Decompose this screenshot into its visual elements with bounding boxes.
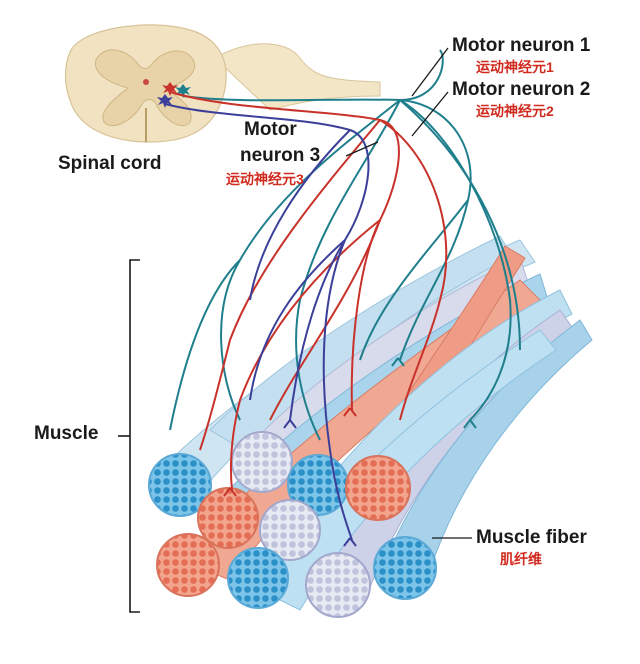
motor-neuron-3-axon <box>164 103 370 541</box>
label-motor-neuron-1-zh: 运动神经元1 <box>476 59 554 75</box>
neuromuscular-junctions <box>223 357 477 547</box>
label-muscle-fiber: Muscle fiber <box>476 527 587 548</box>
label-motor-neuron-3-line2: neuron 3 <box>240 145 321 166</box>
fiber-end-red <box>345 455 411 521</box>
neuron-2-cell-body <box>162 82 178 96</box>
neuron-cell-body-icon <box>157 82 191 108</box>
label-motor-neuron-3-zh: 运动神经元3 <box>226 171 304 187</box>
neuron-1-cell-body <box>175 84 191 98</box>
spinal-nerve-root <box>214 43 381 111</box>
fiber-end-grey <box>305 552 371 618</box>
fiber-end-blue <box>373 536 437 600</box>
spinal-cord <box>64 24 381 143</box>
central-canal <box>143 79 149 85</box>
motor-neuron-1-axon <box>169 49 521 441</box>
muscle-bracket <box>118 259 140 613</box>
spinal-gray-matter <box>95 49 196 127</box>
leader-mn3 <box>345 141 379 157</box>
label-muscle-fiber-zh: 肌纤维 <box>500 551 542 567</box>
fiber-end-red <box>156 533 220 597</box>
label-spinal-cord: Spinal cord <box>58 153 162 174</box>
label-motor-neuron-3-line1: Motor <box>244 119 297 140</box>
label-muscle: Muscle <box>34 423 99 444</box>
leader-lines <box>345 47 472 539</box>
fiber-tube <box>389 319 593 571</box>
neuron-3-cell-body <box>157 94 173 108</box>
label-motor-neuron-2-zh: 运动神经元2 <box>476 103 554 119</box>
label-motor-neuron-1: Motor neuron 1 <box>452 35 591 56</box>
fiber-end-grey <box>231 431 293 493</box>
leader-mn2 <box>411 91 449 137</box>
fiber-end-blue <box>148 453 212 517</box>
leader-mn1 <box>411 47 449 97</box>
fiber-end-blue <box>227 547 289 609</box>
fiber-end-red <box>197 487 259 549</box>
label-motor-neuron-2: Motor neuron 2 <box>452 79 591 100</box>
fiber-end-grey <box>259 499 321 561</box>
